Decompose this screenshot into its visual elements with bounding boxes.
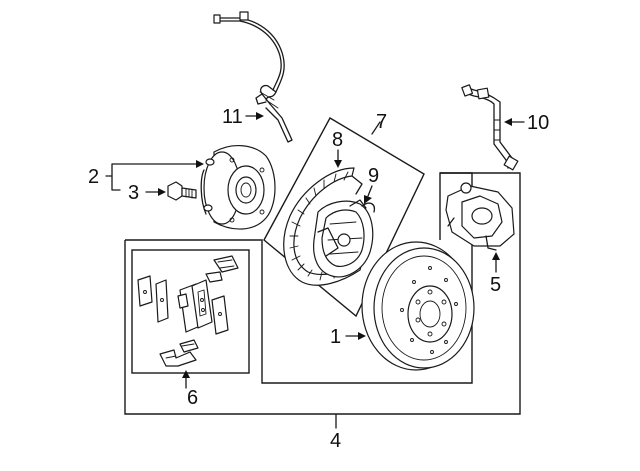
callout-4: 4 <box>330 430 341 452</box>
leader-2b <box>111 175 121 191</box>
callout-10: 10 <box>527 112 549 134</box>
leader-9 <box>367 185 373 197</box>
callout-7: 7 <box>376 111 387 133</box>
leader-7 <box>371 121 381 135</box>
callout-9: 9 <box>368 165 379 187</box>
backing-plate-part-8 <box>283 167 363 286</box>
caliper-part-5 <box>445 182 515 251</box>
callout-2: 2 <box>88 166 99 188</box>
arrowhead-6 <box>182 370 190 378</box>
arrowhead-3 <box>158 188 166 196</box>
callout-8: 8 <box>332 129 343 151</box>
arrowhead-2 <box>196 160 204 168</box>
parking-shoes-part-9 <box>313 199 376 278</box>
bolt-part-3 <box>167 181 197 201</box>
group-box-6 <box>131 249 250 374</box>
arrowhead-10 <box>504 118 512 126</box>
hub-bearing-part-2 <box>200 145 276 230</box>
brake-hose-part-10 <box>461 84 519 171</box>
rotor-part-1 <box>361 241 475 371</box>
callout-6: 6 <box>187 387 198 409</box>
callout-3: 3 <box>128 182 139 204</box>
callout-11: 11 <box>222 106 243 128</box>
arrowhead-11 <box>256 112 264 120</box>
abs-sensor-part-11 <box>213 11 293 143</box>
arrowhead-1 <box>358 332 366 340</box>
pad-kit-part-6 <box>137 255 239 367</box>
arrowhead-5 <box>492 252 500 260</box>
group-box-7 <box>263 117 425 318</box>
group-box-4-lower <box>124 172 521 415</box>
callout-5: 5 <box>490 274 501 296</box>
arrowhead-8 <box>334 160 342 168</box>
leader-2 <box>105 163 197 177</box>
callout-1: 1 <box>330 326 341 348</box>
arrowhead-9 <box>364 195 372 204</box>
